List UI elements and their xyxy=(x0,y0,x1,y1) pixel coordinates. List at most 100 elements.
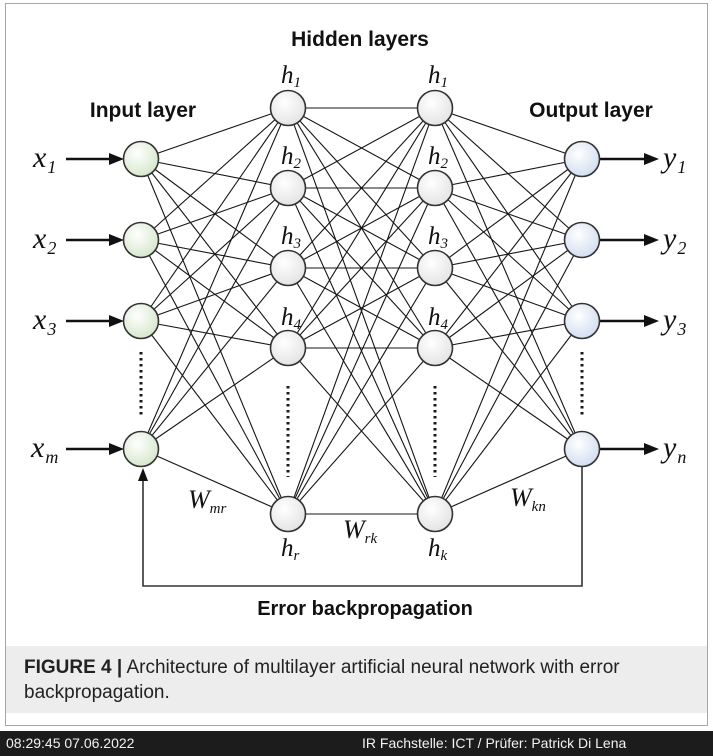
output-layer-title: Output layer xyxy=(529,99,653,122)
connection-line xyxy=(434,267,583,450)
label-symbol: h xyxy=(281,535,294,562)
input-arrow xyxy=(66,153,124,165)
connection-line xyxy=(140,267,289,322)
input-arrow xyxy=(66,443,124,455)
error-backpropagation-arrow xyxy=(138,467,583,587)
hidden-1-label: h2 xyxy=(281,143,302,172)
label-symbol: h xyxy=(281,143,294,170)
connection-line xyxy=(434,448,583,515)
connection-line xyxy=(287,187,436,515)
connection-line xyxy=(434,107,583,450)
label-symbol: h xyxy=(428,304,441,331)
connection-line xyxy=(434,347,583,450)
input-layer-title: Input layer xyxy=(90,99,196,122)
hidden-node xyxy=(269,495,307,533)
output-label: y3 xyxy=(660,303,686,339)
hidden-1-label: hr xyxy=(281,535,300,564)
label-symbol: h xyxy=(281,223,294,250)
input-node xyxy=(122,430,160,468)
hidden-2-label: h3 xyxy=(428,223,448,252)
label-subscript: r xyxy=(294,548,300,564)
connection-line xyxy=(140,187,289,450)
input-layer-nodes xyxy=(122,140,160,468)
label-subscript: k xyxy=(441,548,448,564)
output-arrow xyxy=(600,234,659,246)
hidden-2-label: h4 xyxy=(428,304,449,333)
label-symbol: y xyxy=(660,303,677,336)
output-node xyxy=(563,140,601,178)
connection-line xyxy=(140,320,289,349)
connection-line xyxy=(287,107,436,189)
connection-line xyxy=(140,107,289,450)
label-symbol: y xyxy=(660,222,677,255)
label-subscript: rk xyxy=(365,531,378,547)
output-labels: y1 y2 y3 yn xyxy=(660,141,686,467)
hidden-2-label: hk xyxy=(428,535,448,564)
connection-line xyxy=(434,107,583,160)
connection-line xyxy=(434,320,583,349)
label-symbol: y xyxy=(660,431,677,464)
connection-line xyxy=(287,267,436,515)
hidden-1-label: h1 xyxy=(281,62,301,91)
hidden-layer-1-labels: h1 h2 h3 h4 hr xyxy=(281,62,302,564)
connection-line xyxy=(434,158,583,349)
output-label: y1 xyxy=(660,141,686,177)
figure-label: FIGURE 4 | xyxy=(24,657,123,678)
connection-line xyxy=(434,239,583,349)
connection-line xyxy=(434,187,583,450)
label-subscript: kn xyxy=(532,499,546,515)
input-label: xm xyxy=(30,431,58,467)
label-subscript: 2 xyxy=(677,238,686,258)
hidden-node xyxy=(416,89,454,127)
input-arrows xyxy=(66,153,124,455)
output-arrow xyxy=(600,443,659,455)
caption-text: Architecture of multilayer artificial ne… xyxy=(24,657,620,703)
connection-line xyxy=(434,158,583,189)
output-node xyxy=(563,430,601,468)
hidden-node xyxy=(416,329,454,367)
label-subscript: 3 xyxy=(46,319,56,339)
label-symbol: W xyxy=(343,515,367,544)
output-arrows xyxy=(600,153,659,455)
label-symbol: W xyxy=(188,485,212,514)
hidden-layers-title: Hidden layers xyxy=(291,28,429,51)
output-arrow xyxy=(600,153,659,165)
network-diagram: Hidden layers Input layer Output layer E… xyxy=(30,28,686,620)
connection-line xyxy=(434,158,583,515)
figure-frame xyxy=(5,3,708,726)
input-label: x3 xyxy=(32,303,56,339)
footer-info: IR Fachstelle: ICT / Prüfer: Patrick Di … xyxy=(362,735,627,751)
connection-line xyxy=(287,107,436,349)
label-subscript: 3 xyxy=(293,236,302,252)
output-label: yn xyxy=(660,431,686,467)
input-node xyxy=(122,140,160,178)
hidden-1-label: h4 xyxy=(281,304,302,333)
connection-line xyxy=(434,239,583,515)
input-arrow xyxy=(66,315,124,327)
hidden-layer-2-labels: h1 h2 h3 h4 hk xyxy=(428,62,449,564)
hidden-layer-1-nodes xyxy=(269,89,307,533)
hidden-node xyxy=(416,495,454,533)
output-layer-nodes xyxy=(563,140,601,468)
connection-line xyxy=(434,158,583,269)
output-node xyxy=(563,221,601,259)
label-symbol: y xyxy=(660,141,677,174)
label-symbol: h xyxy=(281,304,294,331)
label-subscript: 2 xyxy=(47,238,56,258)
input-labels: x1 x2 x3 xm xyxy=(30,141,58,467)
label-subscript: m xyxy=(45,447,58,467)
connection-line xyxy=(140,107,289,322)
hidden-node xyxy=(416,169,454,207)
label-subscript: 4 xyxy=(294,317,302,333)
connection-line xyxy=(287,347,436,515)
connection-line xyxy=(140,320,289,515)
hidden-2-label: h2 xyxy=(428,143,449,172)
label-subscript: 4 xyxy=(441,317,449,333)
input-node xyxy=(122,221,160,259)
footer-bar: 08:29:45 07.06.2022 IR Fachstelle: ICT /… xyxy=(0,731,713,756)
connection-line xyxy=(140,187,289,322)
label-symbol: x xyxy=(32,222,47,255)
label-symbol: h xyxy=(428,62,441,89)
label-symbol: W xyxy=(510,483,534,512)
label-symbol: h xyxy=(428,143,441,170)
